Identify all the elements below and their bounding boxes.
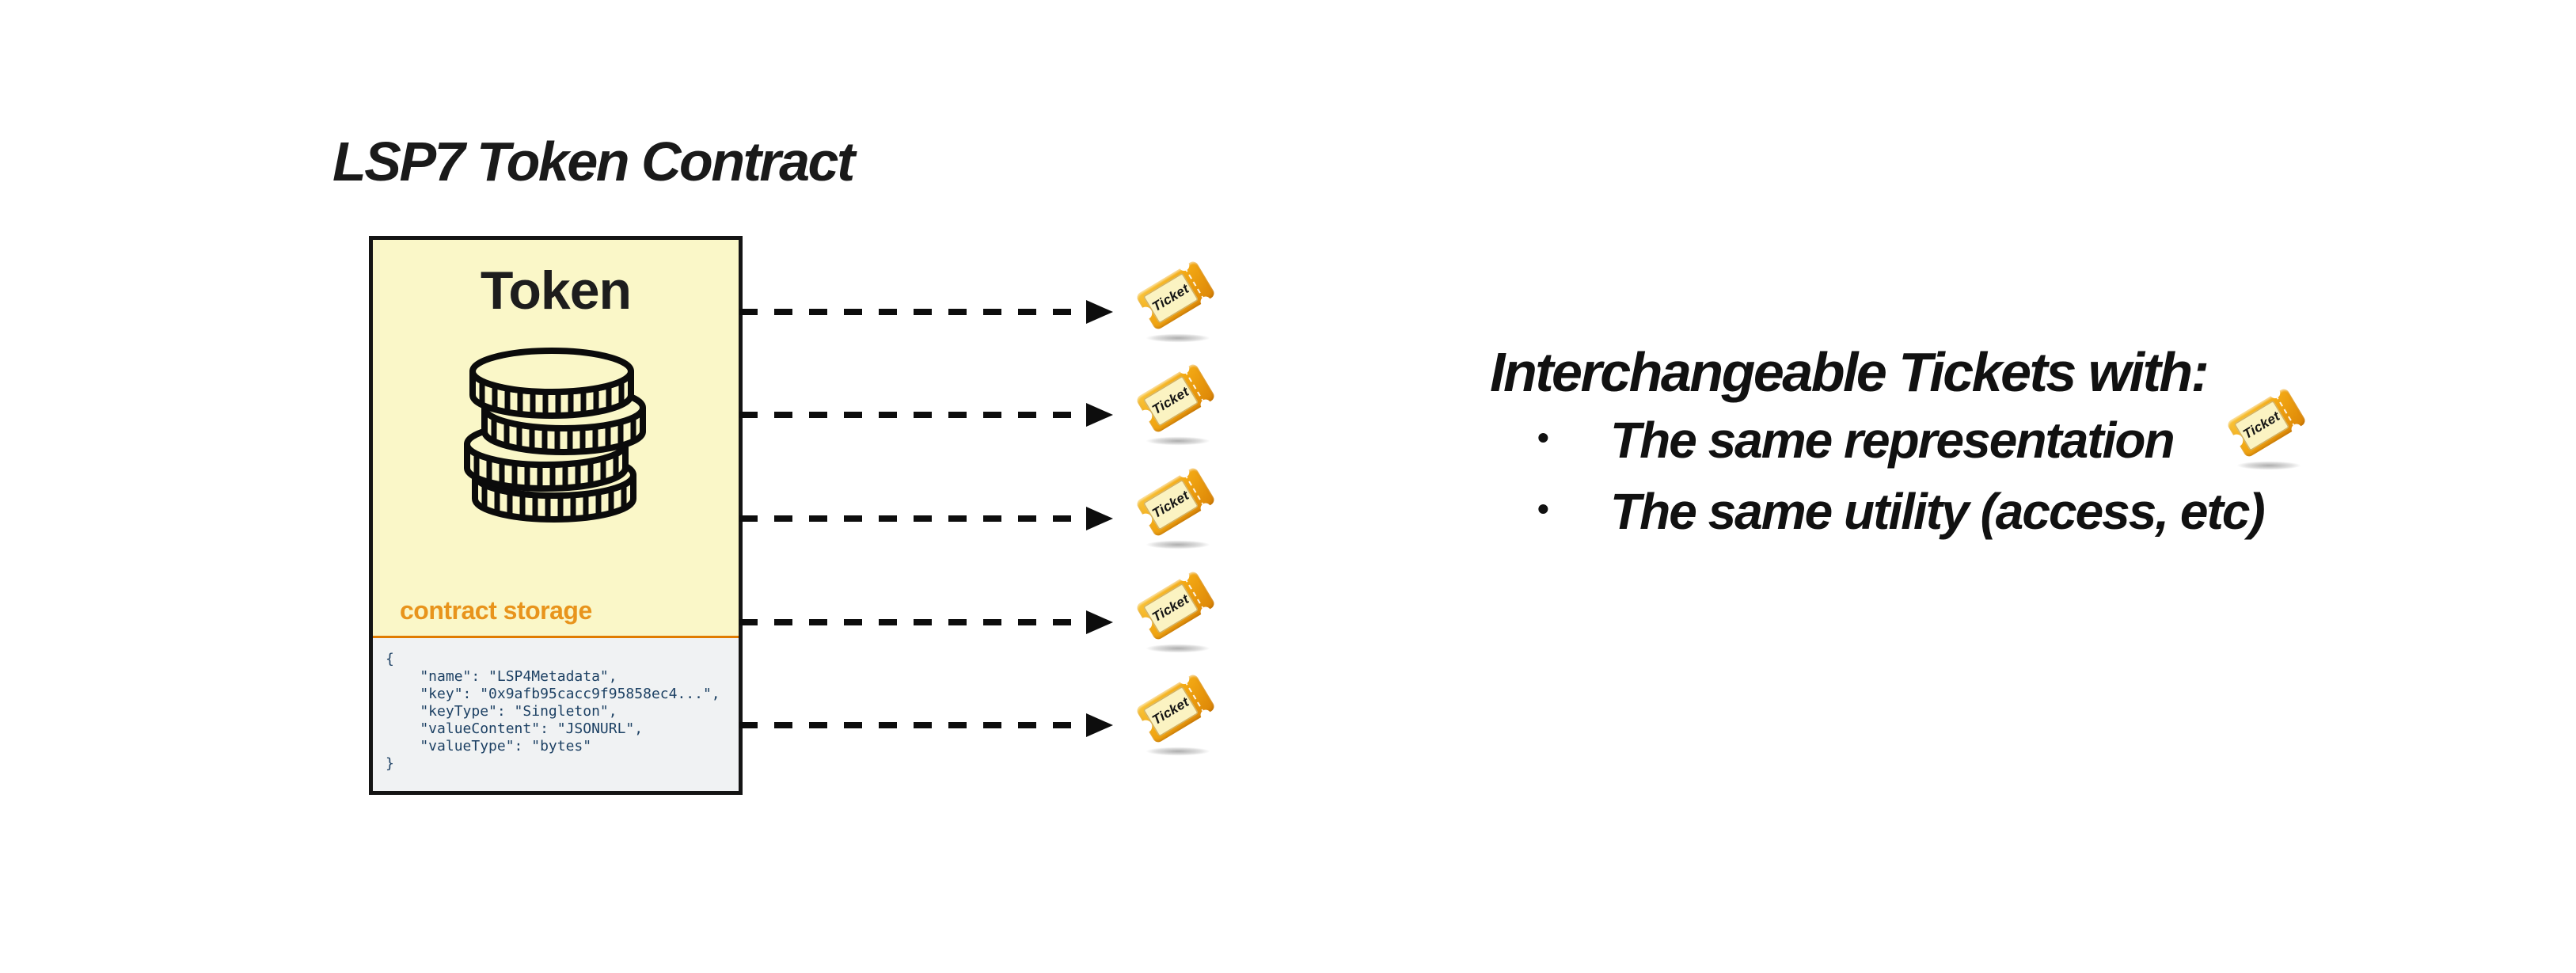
ticket-shadow — [2228, 460, 2310, 471]
bullet-dot: • — [1537, 490, 1549, 527]
ticket-body: Ticket — [1134, 465, 1217, 538]
ticket-notch — [1176, 258, 1191, 273]
bullet-item: • The same representation — [1537, 412, 2175, 469]
contract-storage-label: contract storage — [400, 596, 592, 625]
ticket-notch — [1176, 361, 1191, 376]
arrowhead-icon — [1086, 403, 1113, 427]
ticket-body: Ticket — [1134, 671, 1217, 744]
ticket-body: Ticket — [2225, 386, 2308, 458]
page-title: LSP7 Token Contract — [332, 131, 855, 192]
ticket-body: Ticket — [1134, 361, 1217, 434]
ticket-body: Ticket — [1134, 568, 1217, 641]
arrowhead-icon — [1086, 713, 1113, 737]
dashed-arrow — [739, 722, 1086, 728]
bullet-dot: • — [1537, 419, 1549, 456]
dashed-arrow — [739, 309, 1086, 315]
explanation-heading: Interchangeable Tickets with: — [1490, 341, 2209, 403]
ticket-shadow — [1137, 435, 1219, 447]
bullet-item: • The same utility (access, etc) — [1537, 483, 2266, 540]
dashed-arrow — [739, 619, 1086, 625]
ticket-notch — [1176, 671, 1191, 686]
ticket-icon: Ticket — [2225, 386, 2310, 473]
ticket-icon: Ticket — [1134, 465, 1219, 552]
storage-code-panel: { "name": "LSP4Metadata", "key": "0x9afb… — [373, 638, 739, 791]
bullet-text: The same representation — [1610, 412, 2175, 469]
ticket-icon: Ticket — [1134, 568, 1219, 656]
storage-divider — [373, 636, 739, 638]
explanation-panel: Interchangeable Tickets with: • The same … — [1490, 341, 2479, 538]
ticket-shadow — [1137, 746, 1219, 757]
dashed-arrow — [739, 515, 1086, 522]
ticket-shadow — [1137, 539, 1219, 550]
storage-code: { "name": "LSP4Metadata", "key": "0x9afb… — [386, 651, 720, 772]
ticket-icon: Ticket — [1134, 361, 1219, 448]
dashed-arrow — [739, 412, 1086, 418]
token-contract-box: Token — [369, 236, 743, 795]
ticket-shadow — [1137, 333, 1219, 344]
ticket-body: Ticket — [1134, 258, 1217, 331]
ticket-notch — [1176, 465, 1191, 480]
ticket-shadow — [1137, 643, 1219, 654]
bullet-text: The same utility (access, etc) — [1610, 483, 2266, 540]
arrowhead-icon — [1086, 507, 1113, 530]
arrowhead-icon — [1086, 610, 1113, 634]
ticket-notch — [1176, 568, 1191, 583]
ticket-icon: Ticket — [1134, 671, 1219, 758]
arrowhead-icon — [1086, 300, 1113, 324]
coin-stack-icon — [461, 346, 651, 528]
ticket-icon: Ticket — [1134, 258, 1219, 345]
token-box-heading: Token — [480, 260, 632, 321]
